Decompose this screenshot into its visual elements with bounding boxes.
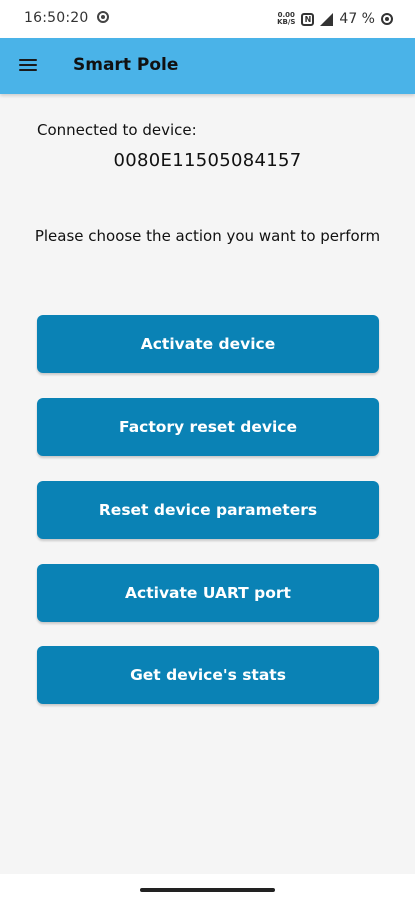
- device-id: 0080E11505084157: [113, 150, 302, 171]
- status-time: 16:50:20: [24, 10, 89, 26]
- activate-device-button[interactable]: Activate device: [37, 315, 379, 373]
- factory-reset-device-button[interactable]: Factory reset device: [37, 398, 379, 456]
- reset-device-parameters-button[interactable]: Reset device parameters: [37, 481, 379, 539]
- signal-icon: [320, 12, 334, 26]
- action-prompt: Please choose the action you want to per…: [34, 227, 381, 245]
- status-bar: 16:50:20 0.00 KB/S N 47 %: [0, 0, 415, 38]
- activate-uart-port-button[interactable]: Activate UART port: [37, 564, 379, 622]
- battery-saver-icon: [381, 13, 393, 25]
- get-device-stats-button[interactable]: Get device's stats: [37, 646, 379, 704]
- nfc-icon: N: [301, 12, 315, 26]
- network-speed-value: 0.00: [277, 11, 295, 19]
- sync-status-icon: [97, 11, 109, 23]
- gesture-handle[interactable]: [140, 888, 275, 892]
- app-title: Smart Pole: [73, 55, 179, 75]
- app-bar: Smart Pole: [0, 38, 415, 94]
- status-icons: 0.00 KB/S N 47 %: [277, 9, 393, 29]
- network-speed-unit: KB/S: [277, 18, 296, 26]
- navigation-bar: [0, 874, 415, 900]
- battery-percentage: 47 %: [339, 11, 375, 27]
- network-speed-indicator: 0.00 KB/S: [277, 12, 295, 26]
- hamburger-menu-icon[interactable]: [19, 58, 37, 72]
- connected-label: Connected to device:: [37, 121, 197, 139]
